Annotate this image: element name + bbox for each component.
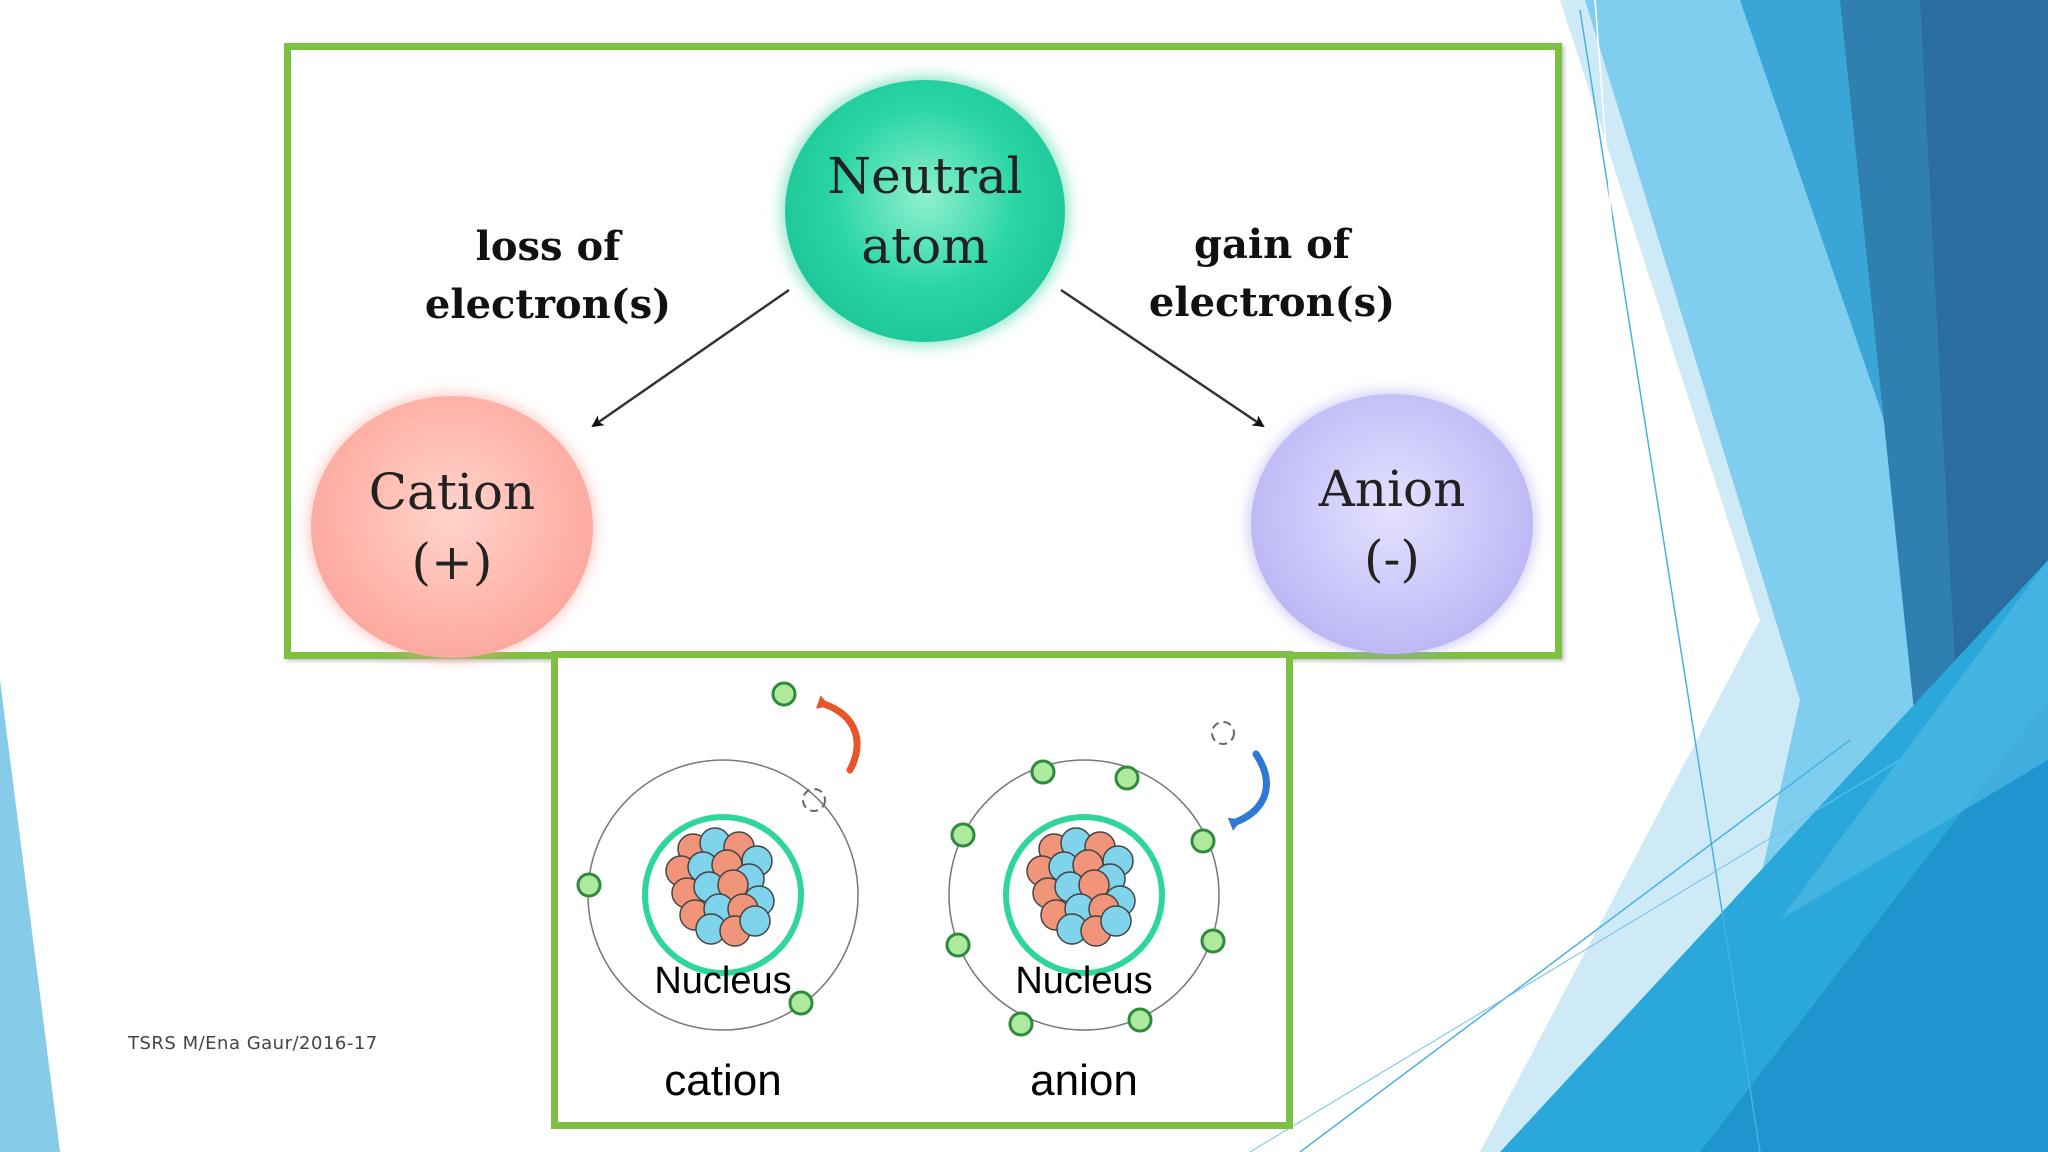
anion-electron: [1127, 1007, 1153, 1033]
anion-incoming-electron-marker: [1211, 721, 1235, 745]
cation-caption: cation: [664, 1056, 782, 1105]
neutron-particle: [739, 905, 771, 937]
anion-electron: [950, 822, 976, 848]
cation-vacancy-marker: [802, 788, 826, 812]
atom-models-layer: [576, 681, 1270, 1037]
cation-electron: [576, 872, 602, 898]
gain-arrow: [1060, 288, 1265, 428]
loss-label-line-2: electron(s): [424, 281, 672, 328]
neutron-particle: [1100, 905, 1132, 937]
arrows-layer: [591, 288, 1265, 428]
cation-ball: Cation (+): [311, 396, 593, 658]
loss-of-electrons-label: loss of electron(s): [413, 218, 683, 334]
anion-nucleus-label: Nucleus: [1015, 960, 1153, 1002]
anion-electron: [1030, 759, 1056, 785]
cation-inner-shell: [642, 814, 804, 976]
anion-atom-model: [945, 721, 1270, 1037]
loss-arrow: [591, 288, 790, 428]
cation-nucleus: [665, 827, 775, 947]
cation-escaping-electron: [771, 681, 797, 707]
anion-electron: [1008, 1011, 1034, 1037]
anion-inner-shell: [1003, 814, 1165, 976]
neutral-atom-label-2: atom: [861, 217, 989, 275]
cation-electron: [788, 990, 814, 1016]
gain-label-line-1: gain of: [1194, 221, 1350, 268]
neutral-atom-ball: Neutral atom: [785, 80, 1065, 342]
gain-of-electrons-label: gain of electron(s): [1137, 216, 1407, 332]
anion-electron: [1190, 828, 1216, 854]
neutral-atom-label-1: Neutral: [827, 147, 1023, 205]
gain-label-line-2: electron(s): [1148, 279, 1396, 326]
cation-atom-model: [576, 681, 861, 1031]
anion-electron: [1114, 765, 1140, 791]
atom-models-panel: Nucleus Nucleus cation anion: [551, 651, 1293, 1129]
anion-caption: anion: [1030, 1056, 1138, 1105]
ion-formation-diagram: Neutral atom Cation (+) Anion (-) loss o…: [284, 43, 1562, 659]
anion-electron: [1200, 928, 1226, 954]
anion-orbit: [948, 759, 1220, 1031]
anion-nucleus: [1026, 827, 1136, 947]
loss-label-line-1: loss of: [475, 223, 621, 270]
anion-electron: [945, 932, 971, 958]
cation-nucleus-label: Nucleus: [654, 960, 792, 1002]
footer-credit: TSRS M/Ena Gaur/2016-17: [128, 1033, 378, 1054]
cation-label-1: Cation: [368, 463, 536, 521]
anion-ball: Anion (-): [1251, 394, 1533, 654]
anion-label-2: (-): [1364, 530, 1420, 588]
anion-gain-arrow: [1227, 750, 1270, 831]
anion-label-1: Anion: [1318, 460, 1466, 518]
cation-loss-arrow: [816, 695, 861, 774]
cation-label-2: (+): [411, 533, 493, 591]
